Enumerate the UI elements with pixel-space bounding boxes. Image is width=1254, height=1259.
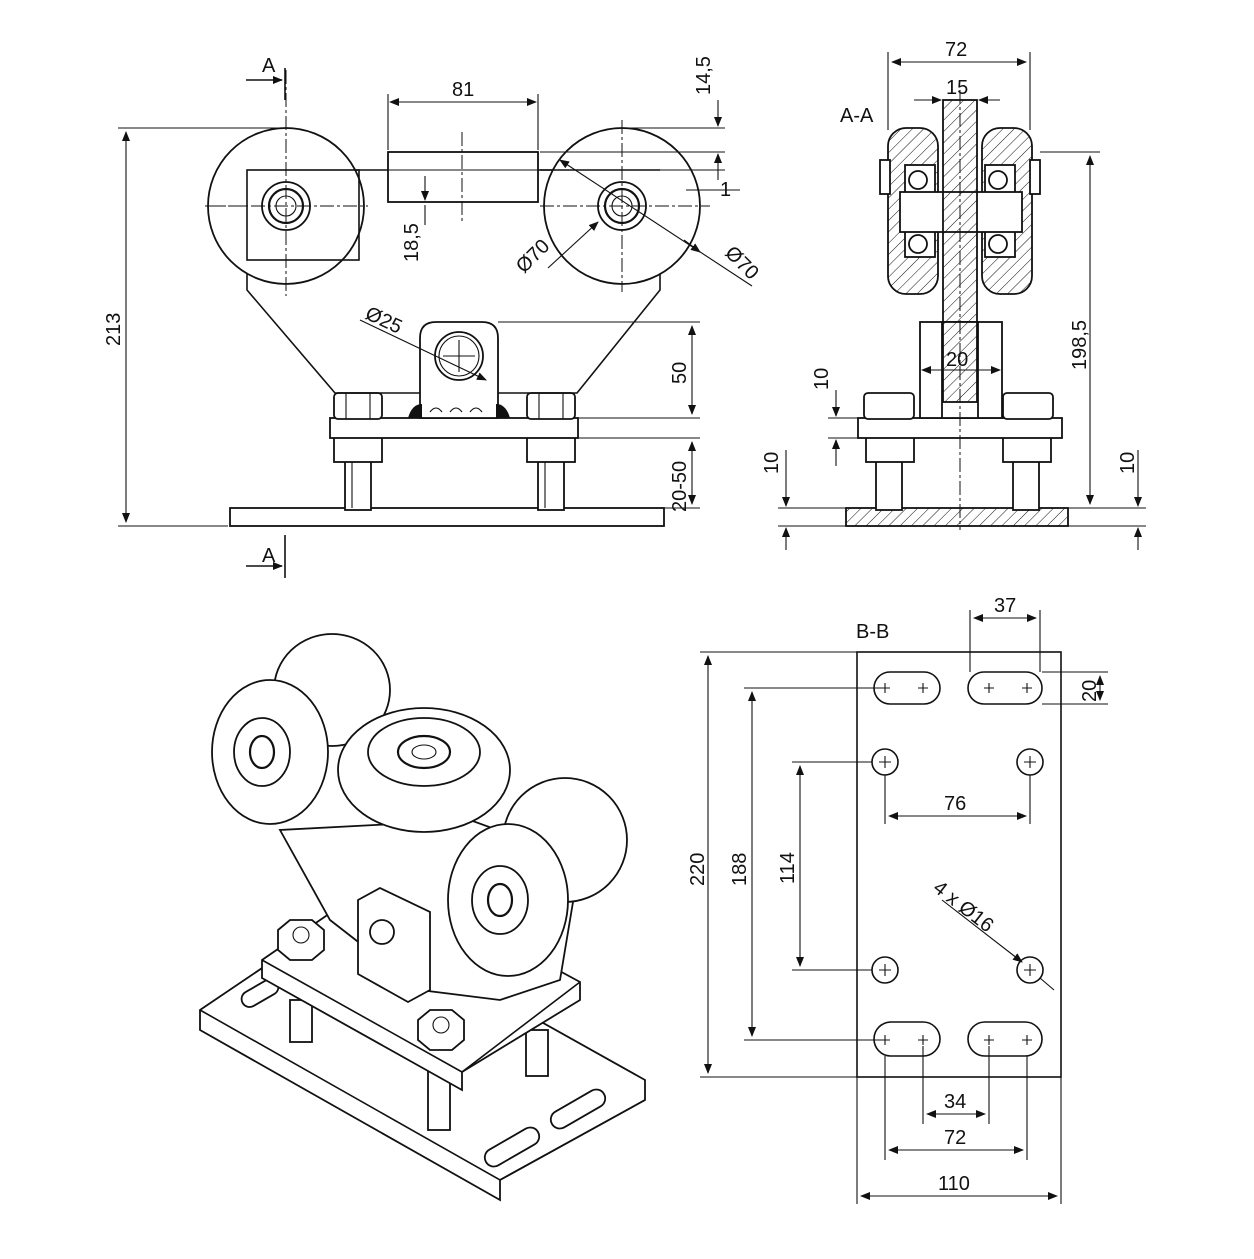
dim-slot-height: 20 bbox=[1079, 680, 1101, 702]
front-view: A A 81 14,5 1 18,5 Ø70 Ø70 Ø25 bbox=[103, 55, 763, 578]
dim-base-thickness-right: 10 bbox=[1117, 452, 1139, 474]
dim-hole-spacing-y: 114 bbox=[777, 852, 799, 884]
top-block bbox=[387, 151, 539, 203]
dim-bracket-height: 50 bbox=[669, 362, 691, 384]
base-plate bbox=[229, 507, 665, 527]
section-label: A-A bbox=[840, 105, 874, 127]
dim-pin-dia: Ø25 bbox=[362, 303, 406, 339]
lower-nut-right bbox=[526, 435, 576, 463]
dim-top-block-width: 81 bbox=[452, 79, 474, 101]
plate-label: B-B bbox=[856, 621, 889, 643]
dim-web-width: 15 bbox=[946, 77, 968, 99]
dim-plate-thickness: 10 bbox=[811, 368, 833, 390]
dim-total-height: 213 bbox=[103, 313, 125, 346]
slots bbox=[873, 671, 1043, 1057]
dim-adjust-range: 20-50 bbox=[669, 461, 691, 512]
dim-gap: 1 bbox=[720, 179, 731, 201]
dim-holes: 4 x Ø16 bbox=[929, 877, 998, 937]
mounting-plate bbox=[329, 417, 579, 439]
section-view: A-A bbox=[761, 39, 1146, 550]
plate-view: B-B 37 20 bbox=[687, 595, 1108, 1204]
dim-slot-max: 72 bbox=[944, 1127, 966, 1149]
section-mark-bottom: A bbox=[262, 545, 276, 567]
wheel-left bbox=[205, 70, 368, 296]
isometric-view bbox=[199, 633, 646, 1202]
dim-block-height: 18,5 bbox=[401, 223, 423, 262]
dim-wheel-dia-left: Ø70 bbox=[512, 235, 554, 277]
section-base-plate bbox=[845, 507, 1069, 527]
dim-height-outer: 220 bbox=[687, 853, 709, 886]
iso-wheels bbox=[211, 633, 628, 977]
dim-top-offset: 14,5 bbox=[693, 56, 715, 95]
dim-slot-centers-y: 188 bbox=[729, 853, 751, 886]
dim-wheel-dia-right: Ø70 bbox=[720, 242, 762, 284]
section-mark-top: A bbox=[262, 55, 276, 77]
top-nuts bbox=[333, 392, 576, 420]
dim-slot-min: 34 bbox=[944, 1091, 966, 1113]
wheel-right bbox=[540, 120, 710, 292]
lower-nut-left bbox=[333, 435, 383, 463]
iso-bracket bbox=[357, 886, 431, 1004]
section-wheels bbox=[879, 127, 1041, 295]
iso-nuts bbox=[277, 919, 465, 1051]
dim-outer-width: 72 bbox=[945, 39, 967, 61]
base-plate-outline bbox=[856, 651, 1062, 1078]
dim-base-thickness-left: 10 bbox=[761, 452, 783, 474]
dim-post-width: 20 bbox=[946, 349, 968, 371]
dim-hole-spacing-x: 76 bbox=[944, 793, 966, 815]
dim-slot-spacing-top: 37 bbox=[994, 595, 1016, 617]
dim-section-height: 198,5 bbox=[1069, 320, 1091, 370]
holes bbox=[871, 748, 1044, 984]
dim-width: 110 bbox=[938, 1173, 970, 1195]
